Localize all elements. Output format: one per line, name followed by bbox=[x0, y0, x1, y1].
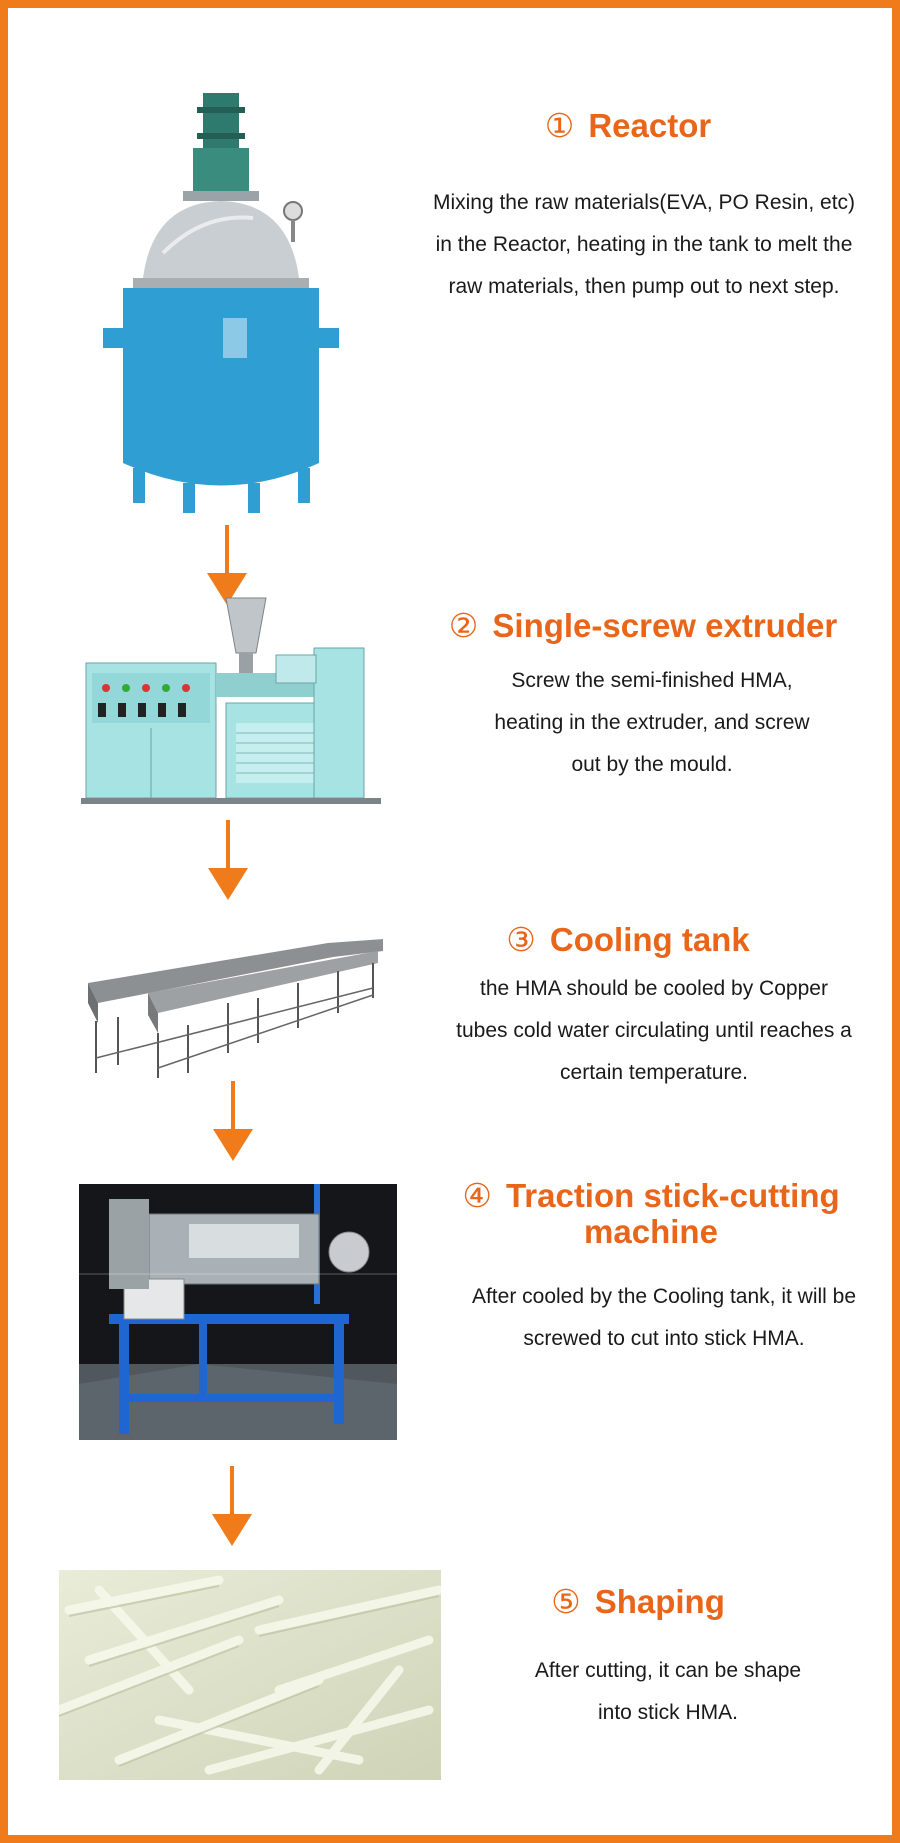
step-1-title: ① Reactor bbox=[438, 108, 818, 144]
step-2-number: ② bbox=[448, 607, 479, 644]
traction-cutter-image bbox=[79, 1184, 397, 1440]
step-5-number: ⑤ bbox=[551, 1583, 581, 1620]
step-5-name: Shaping bbox=[594, 1583, 725, 1620]
extruder-machine-image bbox=[81, 597, 381, 804]
reactor-vessel-image bbox=[103, 93, 339, 513]
step-1-description: Mixing the raw materials(EVA, PO Resin, … bbox=[432, 191, 856, 298]
arrow-down-icon bbox=[212, 1466, 252, 1546]
step-4-number: ④ bbox=[462, 1177, 492, 1214]
step-4-title: ④ Traction stick-cutting machine bbox=[426, 1178, 876, 1250]
arrow-down-icon bbox=[213, 1081, 253, 1161]
step-2-title: ② Single-screw extruder bbox=[418, 608, 868, 644]
step-4-name: Traction stick-cutting machine bbox=[505, 1177, 840, 1250]
step-5-description: After cutting, it can be shape into stic… bbox=[534, 1659, 802, 1724]
step-3-number: ③ bbox=[506, 921, 536, 958]
step-4-description: After cooled by the Cooling tank, it wil… bbox=[471, 1285, 857, 1350]
step-3-title: ③ Cooling tank bbox=[448, 922, 808, 958]
step-2-name: Single-screw extruder bbox=[492, 607, 838, 644]
step-3-description: the HMA should be cooled by Copper tubes… bbox=[456, 977, 852, 1084]
step-2-description: Screw the semi-finished HMA, heating in … bbox=[494, 669, 810, 776]
step-3-name: Cooling tank bbox=[549, 921, 750, 958]
cooling-tank-image bbox=[88, 939, 383, 1078]
glue-sticks-image bbox=[59, 1570, 441, 1780]
step-1-number: ① bbox=[544, 107, 575, 144]
arrow-down-icon bbox=[208, 820, 248, 900]
arrow-down-icon bbox=[207, 525, 247, 605]
step-1-name: Reactor bbox=[588, 107, 712, 144]
step-5-title: ⑤ Shaping bbox=[478, 1584, 798, 1620]
